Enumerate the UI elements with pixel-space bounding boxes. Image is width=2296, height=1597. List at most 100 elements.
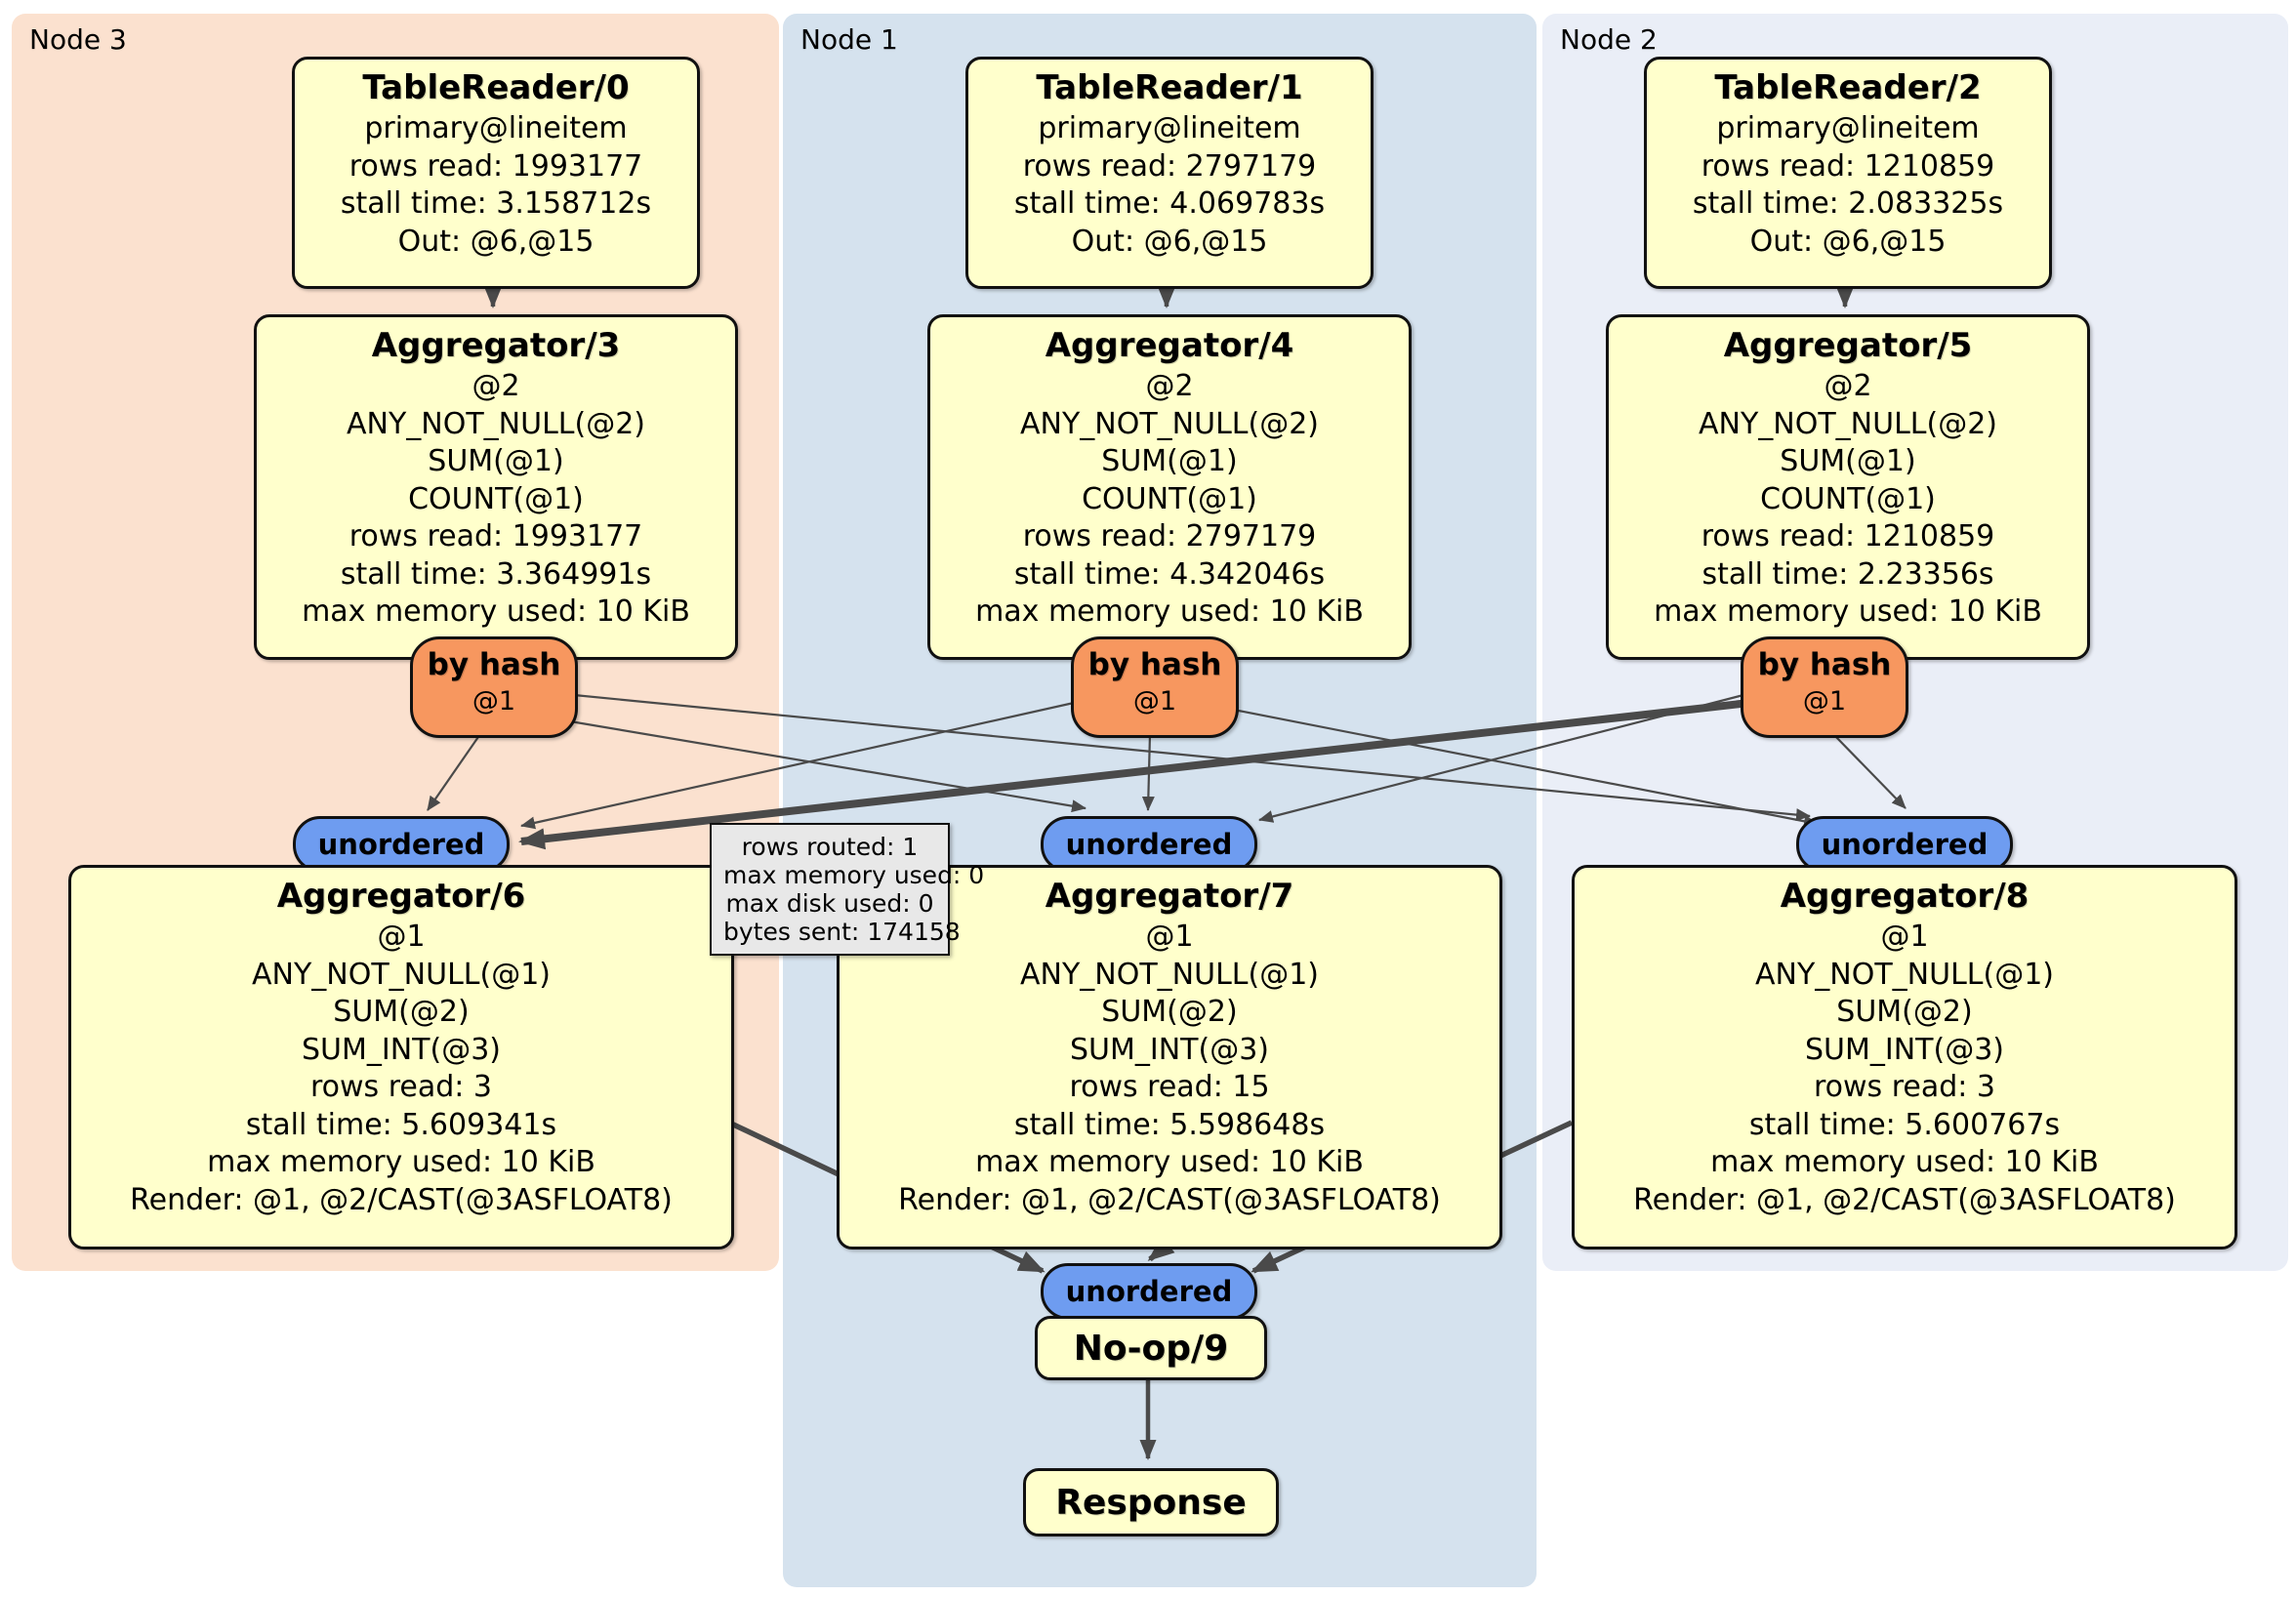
sync-label: unordered — [317, 828, 485, 861]
op-title: Aggregator/5 — [1723, 326, 1973, 365]
edge-router2-to-sync3[interactable] — [518, 699, 1750, 850]
edge-router1-to-sync3[interactable] — [520, 701, 1075, 830]
op-title: TableReader/1 — [1036, 68, 1303, 107]
sync-label: unordered — [1821, 828, 1988, 861]
op-line: stall time: 5.609341s — [245, 1107, 557, 1142]
op-line: stall time: 3.158712s — [340, 186, 652, 221]
op-line: SUM(@2) — [333, 995, 470, 1029]
op-line: bytes sent: 174158 — [723, 918, 961, 946]
op-line: primary@lineitem — [1038, 111, 1301, 145]
op-line: rows read: 15 — [1069, 1070, 1270, 1104]
op-title: No-op/9 — [1073, 1328, 1229, 1369]
edge-router1-to-sync2[interactable] — [1217, 705, 1819, 828]
op-line: @1 — [377, 920, 426, 954]
op-title: Response — [1055, 1482, 1247, 1523]
op-line: stall time: 2.083325s — [1692, 186, 2004, 221]
edge-router3-to-sync2[interactable] — [573, 693, 1811, 822]
op-line: stall time: 3.364991s — [340, 556, 652, 592]
op-line: max memory used: 10 KiB — [1654, 594, 2042, 629]
response-box[interactable]: Response — [1023, 1468, 1279, 1536]
op-title: TableReader/2 — [1714, 68, 1982, 107]
router-detail: @1 — [1132, 686, 1177, 717]
op-line: COUNT(@1) — [1082, 481, 1257, 516]
op-line: rows read: 3 — [1813, 1070, 1996, 1104]
sync-label: unordered — [1065, 1275, 1233, 1308]
op-line: stall time: 4.342046s — [1013, 556, 1326, 592]
op-line: SUM(@1) — [428, 444, 564, 478]
op-line: primary@lineitem — [364, 111, 628, 145]
op-line: @2 — [1824, 369, 1872, 403]
op-line: @1 — [1880, 920, 1929, 954]
edge-router2-to-sync1[interactable] — [1258, 693, 1744, 823]
op-line: ANY_NOT_NULL(@1) — [1020, 957, 1319, 992]
op-title: Aggregator/8 — [1780, 877, 2030, 916]
op-line: Out: @6,@15 — [1749, 224, 1947, 259]
op-line: COUNT(@1) — [408, 481, 584, 516]
op-line: max memory used: 10 KiB — [302, 594, 690, 629]
op-line: SUM(@2) — [1101, 995, 1238, 1029]
op-line: Out: @6,@15 — [1071, 224, 1268, 259]
op-line: max memory used: 10 KiB — [207, 1145, 595, 1179]
op-line: SUM(@1) — [1780, 444, 1916, 478]
edge-router3-to-sync3[interactable] — [427, 733, 481, 811]
router-by-hash-node1[interactable]: by hash @1 — [1071, 636, 1239, 738]
op-line: Render: @1, @2/CAST(@3ASFLOAT8) — [898, 1182, 1441, 1217]
op-line: Render: @1, @2/CAST(@3ASFLOAT8) — [130, 1182, 673, 1217]
node1-label: Node 1 — [800, 23, 898, 56]
router-detail: @1 — [472, 686, 516, 717]
op-line: SUM(@1) — [1101, 444, 1238, 478]
router-by-hash-node3[interactable]: by hash @1 — [410, 636, 578, 738]
sync-label: unordered — [1065, 828, 1233, 861]
op-title: Aggregator/7 — [1045, 877, 1294, 916]
op-line: ANY_NOT_NULL(@2) — [347, 406, 645, 441]
op-line: rows read: 1993177 — [348, 519, 643, 553]
op-line: max memory used: 0 — [723, 861, 985, 889]
op-line: @1 — [1145, 920, 1194, 954]
op-line: Out: @6,@15 — [397, 224, 594, 259]
op-line: stall time: 4.069783s — [1013, 186, 1326, 221]
noop-9-box[interactable]: No-op/9 — [1035, 1316, 1267, 1380]
node3-label: Node 3 — [29, 23, 127, 56]
op-line: SUM_INT(@3) — [302, 1032, 501, 1067]
op-line: SUM(@2) — [1836, 995, 1973, 1029]
op-title: TableReader/0 — [362, 68, 630, 107]
op-line: ANY_NOT_NULL(@1) — [252, 957, 551, 992]
op-line: max memory used: 10 KiB — [1710, 1145, 2099, 1179]
op-line: ANY_NOT_NULL(@1) — [1755, 957, 2054, 992]
edge-router2-to-sync2[interactable] — [1832, 733, 1906, 809]
op-line: SUM_INT(@3) — [1070, 1032, 1269, 1067]
op-line: max memory used: 10 KiB — [975, 594, 1364, 629]
router-title: by hash — [1757, 647, 1892, 682]
op-title: Aggregator/6 — [276, 877, 526, 916]
edge-router3-to-sync1[interactable] — [563, 718, 1086, 813]
op-line: @2 — [472, 369, 520, 403]
sync-unordered-final[interactable]: unordered — [1041, 1263, 1257, 1320]
op-line: stall time: 2.23356s — [1702, 556, 1994, 592]
op-line: rows read: 1210859 — [1701, 148, 1995, 184]
op-line: max disk used: 0 — [725, 889, 934, 918]
node2-label: Node 2 — [1560, 23, 1658, 56]
op-title: Aggregator/4 — [1045, 326, 1294, 365]
op-line: max memory used: 10 KiB — [975, 1145, 1364, 1179]
op-line: Render: @1, @2/CAST(@3ASFLOAT8) — [1633, 1182, 2176, 1217]
op-line: rows routed: 1 — [741, 833, 919, 861]
router-by-hash-node2[interactable]: by hash @1 — [1741, 636, 1908, 738]
router-title: by hash — [427, 647, 561, 682]
